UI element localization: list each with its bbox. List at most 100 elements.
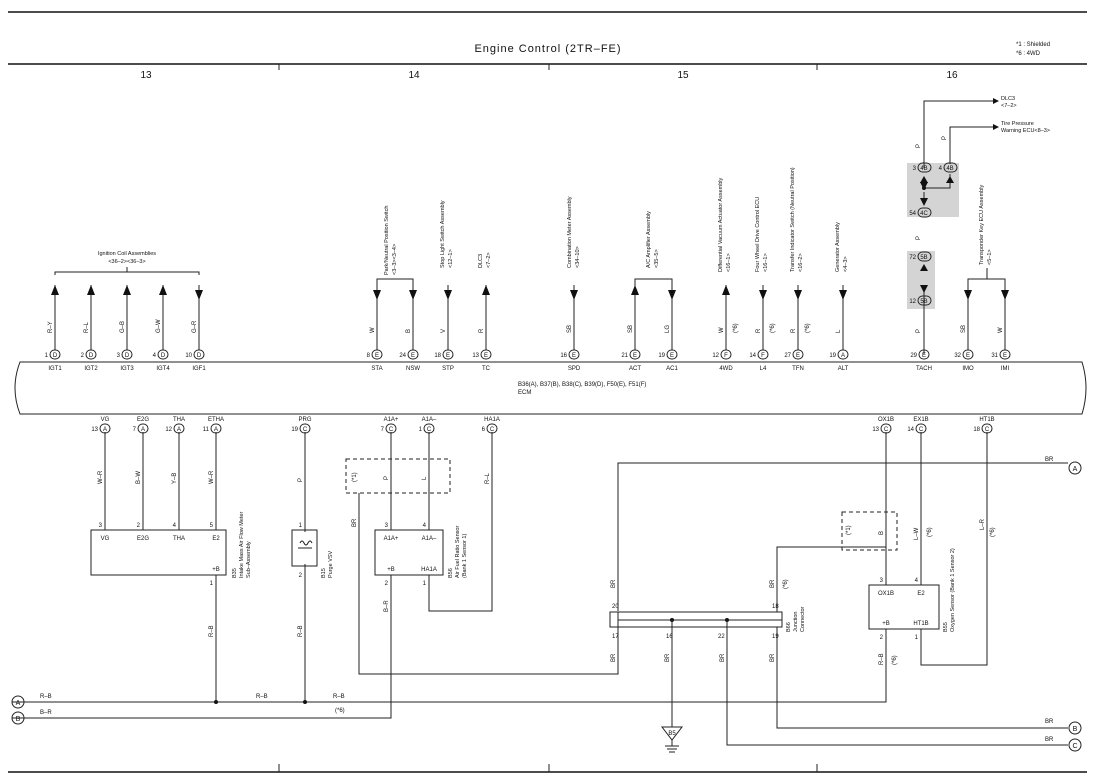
ref-a-left: A — [11, 695, 25, 709]
svg-text:1: 1 — [915, 635, 919, 641]
svg-text:B5: B5 — [668, 731, 676, 737]
svg-text:Differential Vacuum Actuator A: Differential Vacuum Actuator Assembly — [718, 177, 724, 272]
svg-text:BR: BR — [611, 653, 617, 662]
svg-text:14: 14 — [749, 353, 756, 359]
svg-text:4WD: 4WD — [719, 366, 733, 372]
svg-text:P: P — [298, 478, 304, 482]
maf-meter: 3 2 4 5 1 VG E2G THA E2 +B W–R B–W Y–B W… — [90, 432, 252, 702]
svg-text:A: A — [16, 700, 21, 707]
4wd-ecu-label: Four Wheel Drive Control ECU <16–1> — [755, 197, 769, 272]
svg-text:5: 5 — [210, 523, 214, 529]
svg-text:E2: E2 — [212, 536, 220, 542]
svg-text:18: 18 — [772, 604, 779, 610]
svg-text:<16–1>: <16–1> — [763, 253, 769, 272]
svg-text:3: 3 — [99, 523, 103, 529]
svg-text:Ignition Coil Assemblies: Ignition Coil Assemblies — [98, 251, 156, 257]
svg-text:L: L — [836, 329, 842, 333]
svg-text:31: 31 — [991, 353, 998, 359]
svg-text:B56: B56 — [448, 568, 454, 578]
svg-text:12: 12 — [909, 299, 916, 305]
svg-text:P: P — [916, 144, 922, 148]
svg-text:E: E — [633, 353, 637, 359]
svg-text:W: W — [998, 327, 1004, 333]
svg-text:W: W — [719, 327, 725, 333]
svg-text:P: P — [916, 329, 922, 333]
note-shielded: *1 : Shielded — [1016, 42, 1050, 48]
svg-text:(*6): (*6) — [733, 323, 739, 333]
combination-meter-label: Combination Meter Assembly <34–10> — [567, 196, 581, 268]
svg-text:R–Y: R–Y — [48, 321, 54, 333]
svg-text:C: C — [884, 427, 889, 433]
svg-text:E: E — [966, 353, 970, 359]
svg-text:7: 7 — [133, 427, 137, 433]
svg-text:R–B: R–B — [40, 694, 52, 700]
svg-text:A1A+: A1A+ — [384, 417, 399, 423]
note-4wd: *6 : 4WD — [1016, 51, 1041, 57]
svg-text:C: C — [919, 427, 924, 433]
ecm-codes: B36(A), B37(B), B38(C), B39(D), F50(E), … — [518, 382, 646, 388]
svg-text:(*6): (*6) — [783, 579, 789, 589]
svg-text:BR: BR — [665, 653, 671, 662]
generator-label: Generator Assembly <4–3> — [835, 222, 849, 272]
svg-text:Purge VSV: Purge VSV — [328, 550, 334, 578]
svg-text:2: 2 — [880, 635, 884, 641]
svg-text:19: 19 — [291, 427, 298, 433]
svg-text:3: 3 — [117, 353, 121, 359]
o2-sensor: 3 4 2 1 OX1B E2 +B HT1B B L–W L–R R–B (*… — [12, 432, 996, 703]
svg-text:A/C Amplifier Assembly: A/C Amplifier Assembly — [646, 211, 652, 268]
ignition-coil-label: Ignition Coil Assemblies <36–2><36–3> — [54, 251, 200, 275]
svg-text:B: B — [1073, 726, 1078, 733]
svg-text:12: 12 — [165, 427, 172, 433]
svg-text:Generator Assembly: Generator Assembly — [835, 222, 841, 272]
svg-text:(*6): (*6) — [335, 708, 345, 714]
svg-text:E2G: E2G — [137, 536, 149, 542]
svg-text:4: 4 — [153, 353, 157, 359]
svg-text:B–W: B–W — [136, 471, 142, 484]
svg-text:Stop Light Switch Assembly: Stop Light Switch Assembly — [440, 200, 446, 268]
svg-text:20: 20 — [612, 604, 619, 610]
svg-text:1: 1 — [210, 581, 214, 587]
diff-vacuum-label: Differential Vacuum Actuator Assembly <1… — [718, 177, 732, 272]
svg-text:PRG: PRG — [298, 417, 311, 423]
svg-text:1: 1 — [423, 581, 427, 587]
svg-text:<35–5>: <35–5> — [654, 249, 660, 268]
svg-text:SPD: SPD — [568, 366, 581, 372]
svg-text:A1A–: A1A– — [422, 536, 437, 542]
ecm-name: ECM — [518, 390, 531, 396]
svg-text:L: L — [422, 476, 428, 480]
svg-text:<4–3>: <4–3> — [843, 256, 849, 272]
svg-text:13: 13 — [872, 427, 879, 433]
svg-text:2: 2 — [137, 523, 141, 529]
svg-text:B15: B15 — [321, 568, 327, 578]
svg-text:STP: STP — [442, 366, 454, 372]
svg-text:R–B: R–B — [298, 625, 304, 637]
svg-text:<36–2><36–3>: <36–2><36–3> — [108, 259, 145, 265]
svg-text:Oxygen Sensor (Bank 1 Sensor 2: Oxygen Sensor (Bank 1 Sensor 2) — [950, 548, 956, 632]
svg-text:B–R: B–R — [40, 710, 52, 716]
bottom-terminals: VGA13E2GA7THAA12ETHAA11PRGC19A1A+C7A1A–C… — [91, 417, 995, 434]
svg-text:Warning ECU<8–3>: Warning ECU<8–3> — [1001, 128, 1050, 134]
svg-text:BR: BR — [1045, 737, 1054, 743]
svg-text:ACT: ACT — [629, 366, 641, 372]
svg-text:R: R — [756, 328, 762, 333]
svg-text:3: 3 — [385, 523, 389, 529]
dlc3-ref: DLC3 — [1001, 96, 1015, 102]
svg-text:6: 6 — [482, 427, 486, 433]
svg-text:Park/Neutral Position Switch: Park/Neutral Position Switch — [384, 206, 390, 275]
ecm-terminal-a1a: A1A–C1 — [419, 417, 437, 434]
svg-text:TFN: TFN — [792, 366, 804, 372]
svg-text:22: 22 — [718, 634, 725, 640]
svg-text:G–B: G–B — [120, 321, 126, 333]
svg-text:G–W: G–W — [156, 319, 162, 333]
svg-text:E: E — [411, 353, 415, 359]
ref-a-right: A — [1068, 461, 1082, 475]
